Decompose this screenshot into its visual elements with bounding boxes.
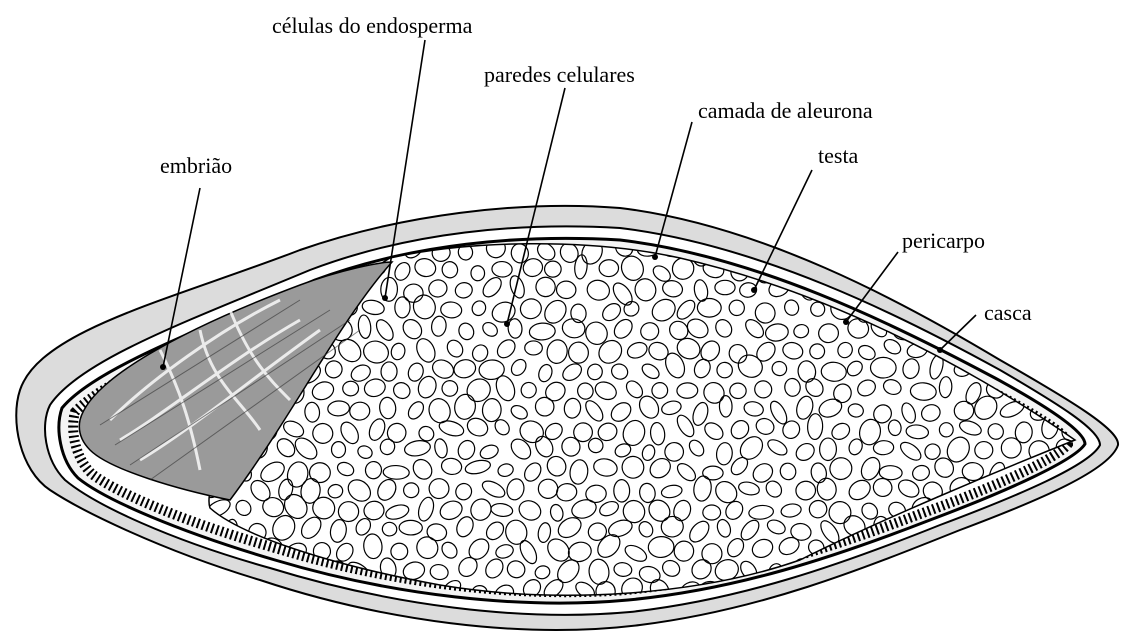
endosperm-cell [1030,515,1048,541]
endosperm-cell [941,260,956,281]
leader-dot-pericarpo [843,319,849,325]
endosperm-cell [1016,576,1036,603]
endosperm-cell [832,577,852,597]
leader-dot-testa [751,287,757,293]
endosperm-cell [1037,543,1059,561]
endosperm-cell [936,540,958,559]
endosperm-cell [1059,280,1078,301]
endosperm-cell [907,254,935,285]
endosperm-cell [1000,240,1023,262]
endosperm-cell [1050,512,1079,542]
endosperm-cell [233,579,254,599]
endosperm-cell [843,235,867,260]
endosperm-cell [855,578,877,604]
endosperm-cell [1066,582,1088,604]
endosperm-cell [907,573,934,601]
endosperm-cell [920,562,945,576]
label-casca: casca [984,300,1032,325]
endosperm-cell [988,581,1007,603]
endosperm-cell [952,277,977,302]
leader-dot-camada-aleurona [652,254,658,260]
endosperm-cell [1066,262,1080,283]
endosperm-cell [1025,239,1051,263]
endosperm-cell [1054,320,1071,343]
endosperm-cell [1052,560,1072,577]
endosperm-cell [1063,496,1087,521]
endosperm-cell [1063,378,1085,394]
label-paredes-celulares: paredes celulares [484,62,635,87]
endosperm-cell [1015,259,1034,280]
endosperm-cell [1011,543,1034,563]
endosperm-cell [222,235,246,264]
endosperm-cell [250,237,263,259]
endosperm-cell [934,300,962,325]
endosperm-cell [1043,260,1065,281]
label-pericarpo: pericarpo [902,228,985,253]
endosperm-cell [918,278,948,309]
endosperm-cell [1039,499,1065,528]
endosperm-cell [820,237,840,257]
endosperm-cell [997,276,1023,301]
endosperm-cell [999,516,1029,547]
label-camada-aleurona: camada de aleurona [698,98,873,123]
endosperm-cell [1035,336,1063,356]
endosperm-cell [1063,299,1092,326]
endosperm-cell [939,579,957,596]
endosperm-cell [965,580,988,604]
leader-dot-paredes-celulares [504,321,510,327]
endosperm-cell [1014,341,1037,360]
endosperm-cell [1050,360,1074,379]
endosperm-cell [1039,581,1059,604]
endosperm-cell [969,554,999,581]
endosperm-cell [1029,279,1050,303]
leader-dot-casca [937,347,943,353]
endosperm-cell [897,278,924,306]
endosperm-cell [875,234,894,258]
leader-dot-embriao [160,364,166,370]
endosperm-cell [202,578,228,598]
leader-dot-celulas-endosperma [382,295,388,301]
endosperm-cell [197,241,214,259]
endosperm-cell [1065,540,1086,561]
endosperm-cell [880,576,909,605]
endosperm-cell [958,255,985,281]
endosperm-cell [989,265,1009,278]
endosperm-cell [997,556,1029,588]
endosperm-cell [963,542,979,561]
endosperm-cell [1052,238,1076,257]
endosperm-cell [857,260,885,282]
endosperm-cell [957,301,984,322]
endosperm-cell [888,261,907,278]
endosperm-cell [951,564,971,577]
label-testa: testa [818,143,859,168]
endosperm-cell [986,537,1013,567]
label-celulas-endosperma: células do endosperma [272,13,473,38]
endosperm-cell [1066,336,1084,359]
endosperm-cell [1043,299,1063,319]
label-embriao: embrião [160,153,232,178]
endosperm-cell [897,558,923,583]
endosperm-cell [1022,557,1050,583]
